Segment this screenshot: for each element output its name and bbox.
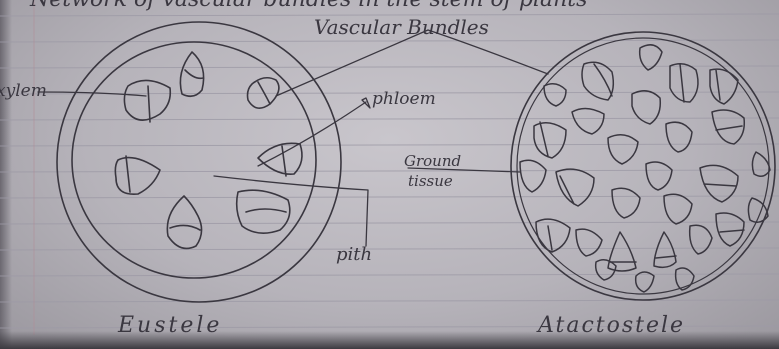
vascular-bundle xyxy=(638,44,663,71)
vascular-bundle xyxy=(611,187,641,219)
vascular-bundle xyxy=(631,90,662,125)
vascular-bundle xyxy=(674,267,695,291)
vascular-bundle xyxy=(166,195,203,250)
vascular-bundle xyxy=(747,197,769,223)
vascular-bundle xyxy=(688,224,713,255)
vascular-bundle xyxy=(715,212,745,247)
vascular-bundle xyxy=(711,109,746,145)
vascular-bundle xyxy=(123,79,172,123)
atactostele-vascular-bundles xyxy=(519,44,771,293)
vascular-bundle xyxy=(653,231,677,269)
vascular-bundle xyxy=(257,142,303,177)
vascular-bundle xyxy=(519,159,547,193)
page-edge-shadow xyxy=(0,0,12,349)
vascular-bundle xyxy=(645,161,673,191)
eustele-diagram xyxy=(37,21,549,303)
vascular-bundle xyxy=(663,193,693,225)
atactostele-diagram xyxy=(407,31,776,301)
vascular-bundle xyxy=(607,231,637,272)
vascular-bundles-pointer-line xyxy=(275,29,549,97)
vascular-bundle xyxy=(179,51,205,98)
header-text: Network of vascular bundles in the stem … xyxy=(29,0,587,12)
vascular-bundle xyxy=(555,168,595,207)
ground-tissue-pointer-line xyxy=(407,167,521,173)
vascular-bundle xyxy=(665,121,693,153)
eustele-outer-circle xyxy=(56,21,342,303)
vascular-bundle xyxy=(699,164,739,203)
vascular-bundle xyxy=(571,107,605,135)
pith-pointer-line xyxy=(213,175,369,247)
label-ground-tissue-line2: tissue xyxy=(408,172,453,190)
eustele-vascular-bundles xyxy=(114,51,303,250)
vascular-bundle xyxy=(594,259,617,281)
vascular-bundle xyxy=(114,155,161,195)
ruled-lines xyxy=(0,13,779,329)
label-xylem: xylem xyxy=(0,81,47,101)
vascular-bundle xyxy=(575,228,603,257)
vascular-bundle xyxy=(581,61,615,101)
phloem-pointer-line xyxy=(257,101,367,167)
vascular-bundle xyxy=(235,189,291,234)
vascular-bundle xyxy=(634,271,655,293)
phloem-arrowhead xyxy=(361,97,371,109)
vascular-bundle xyxy=(535,218,571,253)
vascular-bundle xyxy=(607,134,639,165)
vascular-bundle xyxy=(709,68,739,105)
label-phloem: phloem xyxy=(372,89,436,109)
bottom-shadow xyxy=(0,331,779,349)
vascular-bundle xyxy=(533,121,567,159)
atactostele-outer-circle xyxy=(510,31,776,301)
vascular-bundle xyxy=(543,83,567,107)
label-ground-tissue-line1: Ground xyxy=(404,152,461,170)
vascular-bundle xyxy=(669,63,699,103)
xylem-pointer-line xyxy=(37,91,147,97)
eustele-inner-circle xyxy=(71,41,317,279)
atactostele-inner-circle xyxy=(516,37,770,295)
label-pith: pith xyxy=(336,244,372,265)
vascular-bundle xyxy=(751,151,771,177)
vascular-bundle xyxy=(246,76,280,109)
label-vascular-bundles: Vascular Bundles xyxy=(314,15,489,39)
